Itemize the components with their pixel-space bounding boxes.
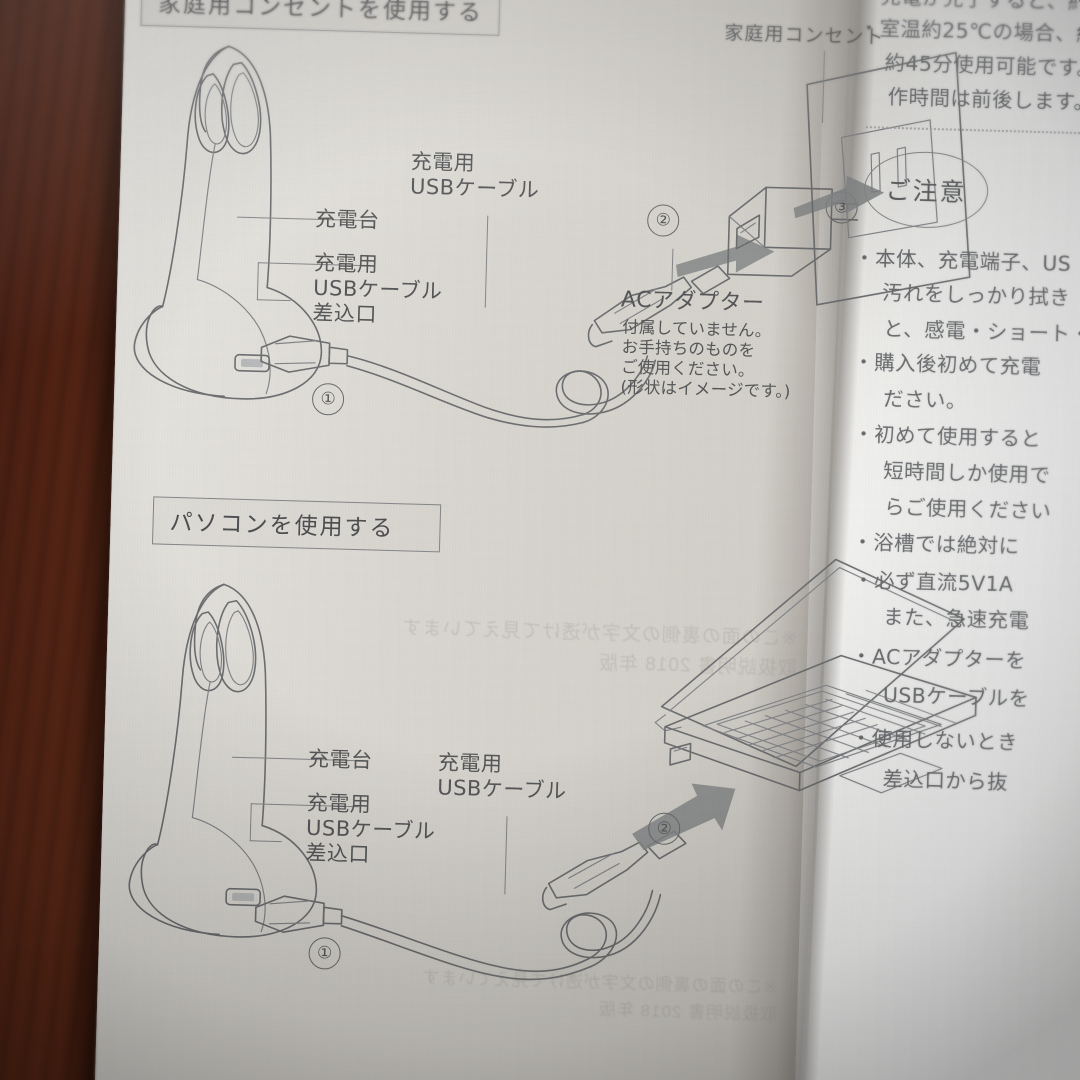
label-usb-port-upper: 充電用 USBケーブル 差込口	[312, 250, 443, 327]
caution-item-10: ・必ず直流5V1A	[852, 567, 1014, 597]
label-ac-adapter-note: 付属していません。 お手持ちのものを ご使用ください。 (形状はイメージです。)	[620, 317, 791, 402]
caution-item-12: ・ACアダプターを	[850, 643, 1027, 673]
caution-item-13: USBケーブルを	[861, 682, 1030, 711]
label-usb-cable-lower: 充電用 USBケーブル	[436, 750, 567, 803]
label-usb-port-lower: 充電用 USBケーブル 差込口	[305, 790, 436, 867]
section-heading-pc: パソコンを使用する	[151, 496, 442, 553]
label-charging-stand-lower: 充電台	[307, 746, 373, 773]
caution-item-8: らご使用ください	[862, 494, 1052, 524]
micro-usb-plug-lower	[254, 895, 343, 933]
caution-item-9: ・浴槽では絶対に	[851, 529, 1020, 559]
open-booklet: ※この面の裏側の文字が透けて見えています 取扱説明書 2018 年版 ※この面の…	[92, 0, 1080, 1080]
caution-item-1: ・本体、充電端子、US	[853, 245, 1072, 276]
caution-item-4: ・購入後初めて充電	[853, 349, 1042, 380]
label-charging-stand-upper: 充電台	[314, 206, 380, 233]
micro-usb-plug-upper	[260, 335, 349, 373]
caution-item-7: 短時間しか使用で	[861, 458, 1051, 488]
label-ac-adapter-title: ACアダプター	[620, 287, 765, 317]
caution-item-2: 汚れをしっかり拭き	[860, 280, 1071, 310]
caution-item-15: 差込口から抜	[861, 766, 1009, 795]
caution-item-11: また、急速充電	[861, 604, 1030, 633]
caution-item-5: ださい。	[861, 386, 968, 414]
caution-item-14: ・使用しないとき	[850, 725, 1019, 755]
label-usb-cable-upper: 充電用 USBケーブル	[409, 149, 540, 202]
caution-item-6: ・初めて使用すると	[852, 421, 1042, 452]
